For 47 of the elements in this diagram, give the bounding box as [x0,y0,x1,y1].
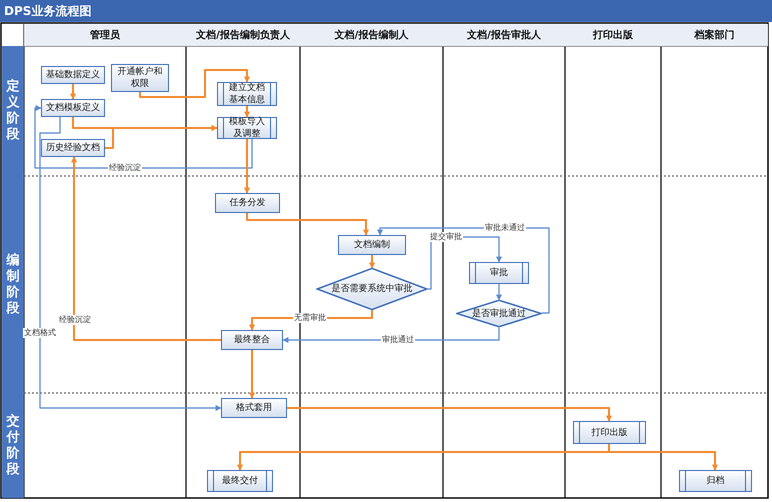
process-box: 最终整合 [221,330,283,350]
arrow [287,407,612,422]
process-box: 开通帐户和权限 [111,64,169,92]
phase-label: 编制阶段 [2,176,24,393]
process-box: 文档模板定义 [41,99,105,117]
lane-header: 管理员 [24,24,186,46]
subprocess-box: 审批 [469,262,529,284]
process-box: 格式套用 [221,398,287,418]
arrow [244,106,250,118]
decision-diamond: 是否需要系统中审批 [316,268,428,310]
edge-label: 审批未通过 [484,223,526,233]
edge-label: 提交审批 [429,232,463,242]
subprocess-box: 模板导入及调整 [217,117,277,139]
lane-header: 文档/报告编制人 [300,24,443,46]
arrow [496,284,502,301]
lane-header: 文档/报告编制负责人 [186,24,300,46]
title-bar: DPS业务流程图 [0,0,772,22]
arrow [39,117,222,411]
process-box: 文档编制 [338,235,406,255]
lane-header: 档案部门 [661,24,768,46]
subprocess-box: 建立文档基本信息 [217,82,277,106]
edge-label: 经验沉淀 [58,315,92,325]
arrow [608,444,718,471]
arrow [70,84,76,100]
lane-header: 打印出版 [565,24,661,46]
process-box: 历史经验文档 [41,139,105,157]
process-box: 基础数据定义 [41,66,105,84]
arrow [34,105,253,169]
phase-label: 定义阶段 [2,46,24,176]
arrow [249,350,255,399]
subprocess-box: 归档 [679,470,752,492]
decision-diamond: 是否审批通过 [456,300,542,327]
arrow [139,69,250,98]
process-box: 任务分发 [215,193,280,213]
arrow [244,139,250,194]
edge-label: 审批通过 [381,335,415,345]
phase-label: 交付阶段 [2,393,24,498]
edge-label: 经验沉淀 [108,163,142,173]
arrow [105,125,218,149]
arrow [369,255,375,269]
arrow [246,213,369,236]
edge-label: 无需审批 [293,313,327,323]
edge-label: 文档格式 [23,328,57,338]
arrow [71,156,221,341]
lane-header: 文档/报告审批人 [443,24,565,46]
subprocess-box: 最终交付 [207,470,273,492]
subprocess-box: 打印出版 [573,421,646,444]
